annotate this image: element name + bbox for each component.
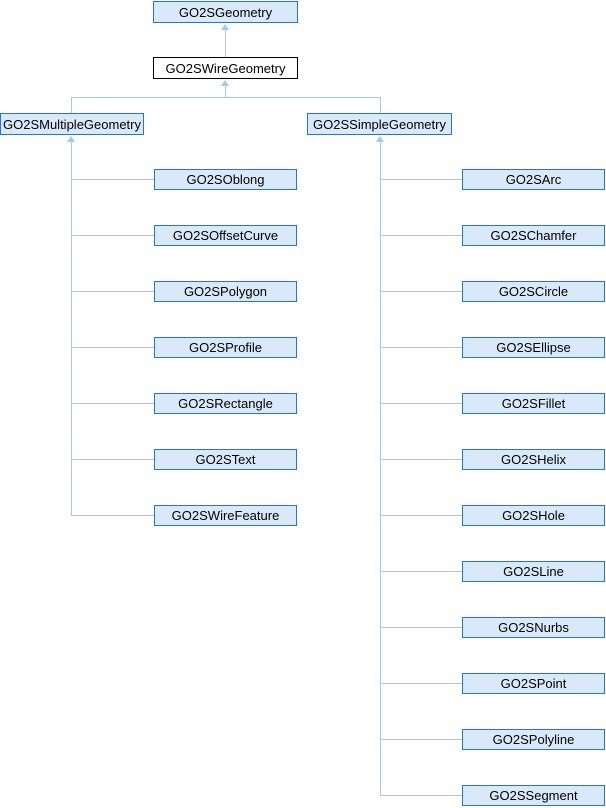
class-node-go2spolygon[interactable]: GO2SPolygon [154,281,297,302]
class-node-go2snurbs[interactable]: GO2SNurbs [462,617,605,638]
inheritance-edge [380,515,462,516]
class-node-go2sarc[interactable]: GO2SArc [462,169,605,190]
inheritance-edge [225,29,226,57]
class-node-go2ssegment[interactable]: GO2SSegment [462,785,605,806]
inheritance-edge [380,179,462,180]
class-node-go2spoint[interactable]: GO2SPoint [462,673,605,694]
inheritance-edge [71,347,154,348]
class-node-go2swiregeometry: GO2SWireGeometry [153,57,298,79]
class-node-go2swirefeature[interactable]: GO2SWireFeature [154,505,297,526]
inheritance-edge [380,141,381,796]
class-node-go2sline[interactable]: GO2SLine [462,561,605,582]
class-node-go2shole[interactable]: GO2SHole [462,505,605,526]
inheritance-edge [71,97,72,113]
inheritance-edge [71,235,154,236]
class-node-go2sgeometry[interactable]: GO2SGeometry [153,1,298,23]
class-node-go2soffsetcurve[interactable]: GO2SOffsetCurve [154,225,297,246]
class-node-go2soblong[interactable]: GO2SOblong [154,169,297,190]
inheritance-edge [380,739,462,740]
arrow-up-icon [221,24,229,30]
inheritance-edge [380,347,462,348]
inheritance-edge [380,403,462,404]
inheritance-edge [380,627,462,628]
arrow-up-icon [221,80,229,86]
inheritance-edge [380,795,462,796]
class-node-go2schamfer[interactable]: GO2SChamfer [462,225,605,246]
class-node-go2stext[interactable]: GO2SText [154,449,297,470]
class-node-go2sellipse[interactable]: GO2SEllipse [462,337,605,358]
inheritance-edge [380,235,462,236]
inheritance-edge [380,97,381,113]
inheritance-edge [71,515,154,516]
inheritance-edge [71,459,154,460]
inheritance-edge [71,141,72,516]
class-node-go2spolyline[interactable]: GO2SPolyline [462,729,605,750]
inheritance-edge [380,571,462,572]
arrow-up-icon [67,136,75,142]
inheritance-edge [71,97,381,98]
class-node-go2scircle[interactable]: GO2SCircle [462,281,605,302]
class-node-go2sfillet[interactable]: GO2SFillet [462,393,605,414]
inheritance-edge [71,291,154,292]
inheritance-edge [380,459,462,460]
class-node-go2sprofile[interactable]: GO2SProfile [154,337,297,358]
inheritance-edge [380,291,462,292]
class-node-go2smultiplegeometry[interactable]: GO2SMultipleGeometry [0,113,144,135]
class-node-go2ssimplegeometry[interactable]: GO2SSimpleGeometry [307,113,452,135]
class-node-go2srectangle[interactable]: GO2SRectangle [154,393,297,414]
class-node-go2shelix[interactable]: GO2SHelix [462,449,605,470]
inheritance-edge [225,85,226,97]
inheritance-edge [71,179,154,180]
inheritance-edge [380,683,462,684]
arrow-up-icon [376,136,384,142]
inheritance-edge [71,403,154,404]
